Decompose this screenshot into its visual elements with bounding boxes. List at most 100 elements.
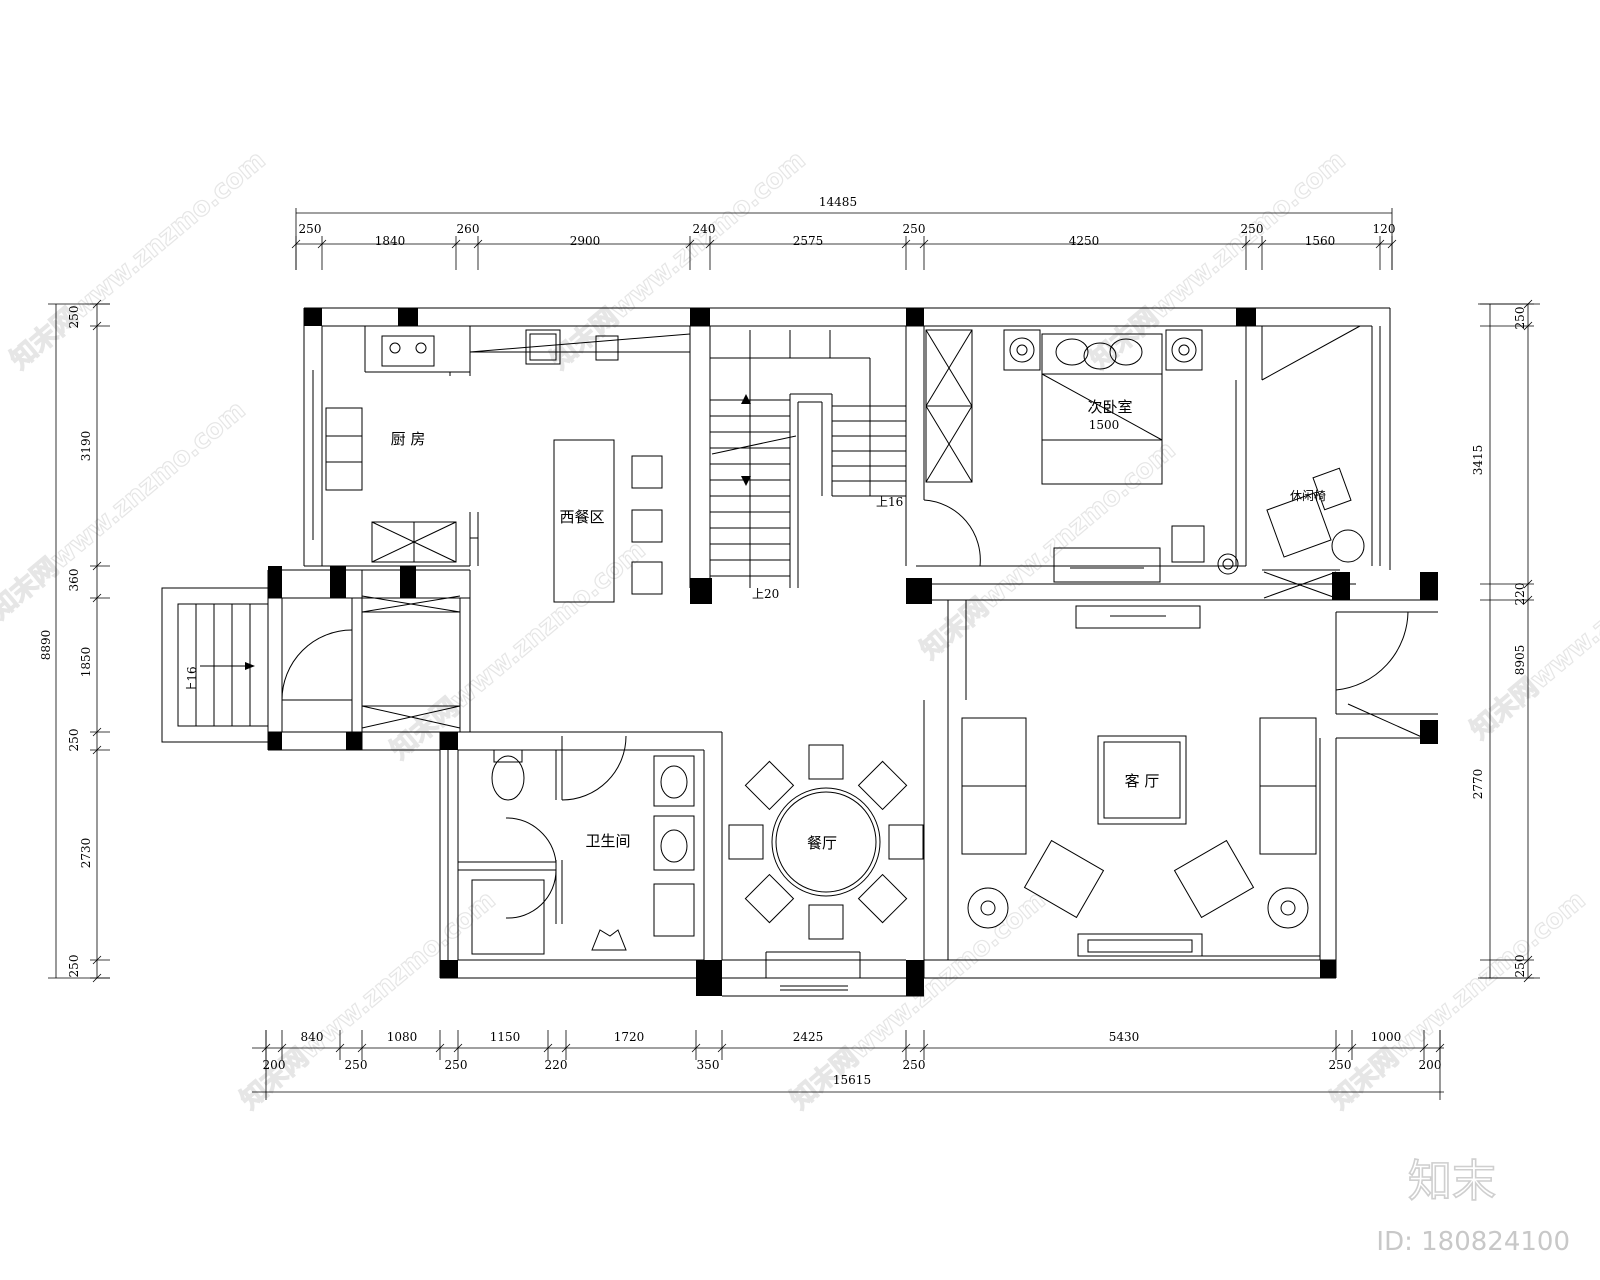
bed-width-label: 1500 <box>1089 418 1120 432</box>
floor-lamp <box>967 887 1009 929</box>
dim-tick <box>291 239 301 249</box>
nightstand-lamp <box>1003 329 1041 371</box>
room-label-western-dining: 西餐区 <box>559 508 604 526</box>
dim-bottom-upper-5: 2425 <box>793 1030 824 1044</box>
dim-top-5: 240 <box>693 222 716 236</box>
dim-tick <box>561 1043 571 1053</box>
dim-bottom-upper-1: 840 <box>301 1030 324 1044</box>
dim-tick <box>1523 595 1533 605</box>
bar-stool <box>631 455 663 489</box>
dim-right-2: 3415 <box>1471 445 1485 476</box>
dim-left-6: 2730 <box>79 838 93 869</box>
dim-tick <box>335 1043 345 1053</box>
bathroom-fixtures: 卫生间 <box>471 749 695 955</box>
dim-right-4: 2770 <box>1471 769 1485 800</box>
watermark-text: 知末网www.znzmo.com <box>785 885 1051 1115</box>
dim-tick <box>357 1043 367 1053</box>
dim-tick <box>1241 239 1251 249</box>
stove-icon <box>381 335 435 367</box>
right-dimensions: 250 3415 220 8905 2770 250 <box>1471 299 1540 983</box>
dining-chair <box>808 744 844 780</box>
dim-bottom-lower-7: 250 <box>1329 1058 1352 1072</box>
dim-top-8: 4250 <box>1069 234 1100 248</box>
dim-tick <box>717 1043 727 1053</box>
watermark-layer: 知末网www.znzmo.com 知末网www.znzmo.com 知末网www… <box>0 145 1600 1116</box>
dining-chair <box>728 824 764 860</box>
basin-icon <box>653 755 695 807</box>
room-label-living-room: 客 厅 <box>1125 772 1160 790</box>
nightstand-lamp <box>1165 329 1203 371</box>
dim-bottom-upper-6: 5430 <box>1109 1030 1140 1044</box>
dim-left-2: 3190 <box>79 431 93 462</box>
dim-top-4: 2900 <box>570 234 601 248</box>
dim-top-6: 2575 <box>793 234 824 248</box>
ottoman <box>1312 467 1352 511</box>
dining-chair <box>888 824 924 860</box>
dim-tick <box>705 239 715 249</box>
logo-text: 知末 <box>1408 1156 1496 1207</box>
dim-left-3: 360 <box>67 569 81 592</box>
bedroom-furniture: 次卧室 1500 <box>925 329 1239 583</box>
shower-icon <box>471 879 545 955</box>
dim-tick <box>685 239 695 249</box>
watermark-text: 知末网www.znzmo.com <box>1325 885 1591 1115</box>
dim-bottom-lower-8: 200 <box>1419 1058 1442 1072</box>
room-label-second-bedroom: 次卧室 <box>1087 398 1132 416</box>
dim-right-3: 220 <box>1513 583 1527 606</box>
armchair <box>1173 839 1255 919</box>
dim-tick <box>92 745 102 755</box>
dim-tick <box>1523 955 1533 965</box>
watermark-text: 知末网www.znzmo.com <box>1085 145 1351 375</box>
brand-watermark: 知末 ID: 180824100 <box>1376 1155 1570 1257</box>
dim-bottom-lower-4: 220 <box>545 1058 568 1072</box>
dining-furniture: 餐厅 <box>728 744 924 940</box>
dim-tick <box>1523 579 1533 589</box>
desk-chair <box>1171 525 1205 563</box>
watermark-text: 知末网www.znzmo.com <box>915 435 1181 665</box>
washer-icon <box>653 883 695 937</box>
dim-top-11: 120 <box>1373 222 1396 236</box>
dim-top-10: 1560 <box>1305 234 1336 248</box>
dim-left-4: 1850 <box>79 647 93 678</box>
dim-tick <box>919 1043 929 1053</box>
dim-tick <box>901 239 911 249</box>
dim-tick <box>1523 299 1533 309</box>
dim-bottom-lower-1: 200 <box>263 1058 286 1072</box>
dim-left-7: 250 <box>67 955 81 978</box>
top-dimensions: 14485 250 1840 260 2900 240 2575 250 425… <box>291 195 1397 270</box>
balcony-furniture: 休闲椅 <box>1266 467 1365 563</box>
dim-tick <box>1419 1043 1429 1053</box>
stair-label-upper: 上16 <box>876 495 903 509</box>
dim-left-5: 250 <box>67 729 81 752</box>
dim-tick <box>92 299 102 309</box>
coffee-table <box>1097 735 1187 825</box>
dim-bottom-overall: 15615 <box>833 1073 871 1087</box>
round-dining-table <box>771 787 881 897</box>
watermark-text: 知末网www.znzmo.com <box>545 145 811 375</box>
dim-tick <box>1375 239 1385 249</box>
dim-top-overall: 14485 <box>819 195 857 209</box>
dim-bottom-lower-5: 350 <box>697 1058 720 1072</box>
dining-chair <box>857 873 908 924</box>
dim-tick <box>543 1043 553 1053</box>
dim-tick <box>691 1043 701 1053</box>
basin-icon <box>653 815 695 871</box>
dim-tick <box>1523 321 1533 331</box>
columns <box>268 308 1438 996</box>
dim-right-5: 250 <box>1513 955 1527 978</box>
dim-tick <box>1523 973 1533 983</box>
dim-bottom-upper-3: 1150 <box>490 1030 521 1044</box>
dim-tick <box>1257 239 1267 249</box>
watermark-text: 知末网www.znzmo.com <box>235 885 501 1115</box>
dim-tick <box>451 239 461 249</box>
dim-tick <box>1387 239 1397 249</box>
dim-tick <box>1347 1043 1357 1053</box>
dim-bottom-lower-3: 250 <box>445 1058 468 1072</box>
dim-tick <box>261 1043 271 1053</box>
left-dimensions: 8890 250 3190 360 1850 250 2730 250 <box>39 299 110 983</box>
floor-lamp <box>1267 887 1309 929</box>
dim-top-7: 250 <box>903 222 926 236</box>
dim-left-1: 250 <box>67 306 81 329</box>
bar-counter <box>553 439 615 603</box>
fridge-icon <box>325 407 363 491</box>
